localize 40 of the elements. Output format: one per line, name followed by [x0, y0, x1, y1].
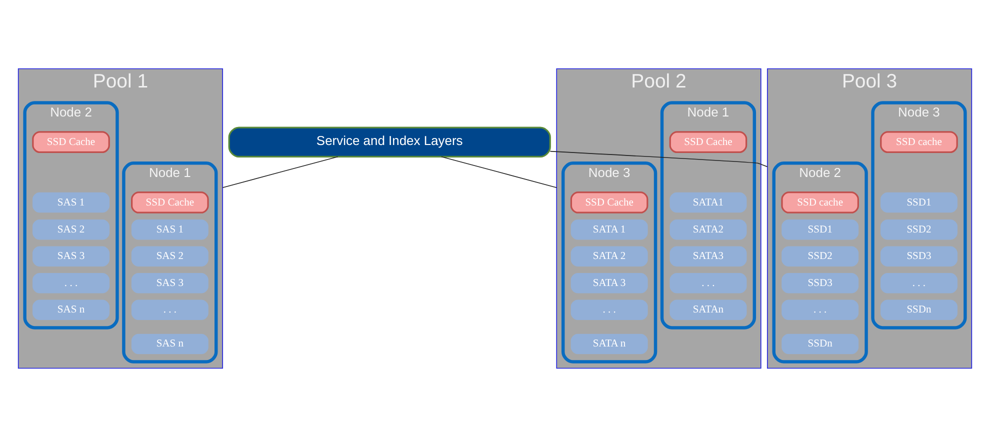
node-box: SSD Cache — [32, 131, 110, 154]
node-box: . . . — [880, 273, 958, 294]
node-box: SSDn — [782, 334, 859, 354]
node-box: SATA2 — [670, 220, 747, 240]
node-box: SAS n — [32, 300, 110, 320]
node-box: SAS n — [131, 334, 208, 354]
node-box: SSD cache — [781, 192, 859, 214]
node-box: . . . — [782, 300, 859, 320]
node-box: SATA 2 — [570, 246, 648, 267]
node-box: SSD Cache — [570, 192, 648, 214]
node-box: SSD cache — [880, 131, 958, 154]
node-box: SSD Cache — [131, 192, 209, 214]
node-box: . . . — [670, 273, 747, 294]
node-box: . . . — [32, 273, 110, 294]
connector — [441, 156, 558, 188]
node-box: SATA 3 — [570, 273, 648, 294]
connector — [550, 150, 768, 168]
node-box: SAS 2 — [32, 220, 110, 240]
node-box: . . . — [131, 300, 208, 320]
node-box: SATA1 — [670, 192, 747, 213]
node-box: SATA n — [570, 334, 648, 354]
node-box: SSD1 — [782, 220, 859, 240]
connector — [222, 156, 338, 188]
node-box: SSD2 — [880, 220, 958, 240]
node-box: SATA 1 — [570, 220, 648, 240]
node-box: SAS 1 — [131, 220, 208, 240]
node-box: SSD2 — [782, 246, 859, 267]
node-box: SATAn — [670, 300, 747, 320]
node-box: SSD1 — [880, 192, 958, 213]
node-box: SSDn — [880, 300, 958, 320]
node-box: SSD Cache — [669, 131, 748, 154]
node-box: SSD3 — [782, 273, 859, 294]
node-box: SAS 3 — [32, 246, 110, 267]
node-box: SAS 3 — [131, 273, 208, 294]
node-box: SATA3 — [670, 246, 747, 267]
node-box: . . . — [570, 300, 648, 320]
node-box: Service and Index Layers — [228, 126, 551, 158]
node-box: SAS 2 — [131, 246, 208, 267]
node-box: SAS 1 — [32, 192, 110, 213]
node-box: SSD3 — [880, 246, 958, 267]
